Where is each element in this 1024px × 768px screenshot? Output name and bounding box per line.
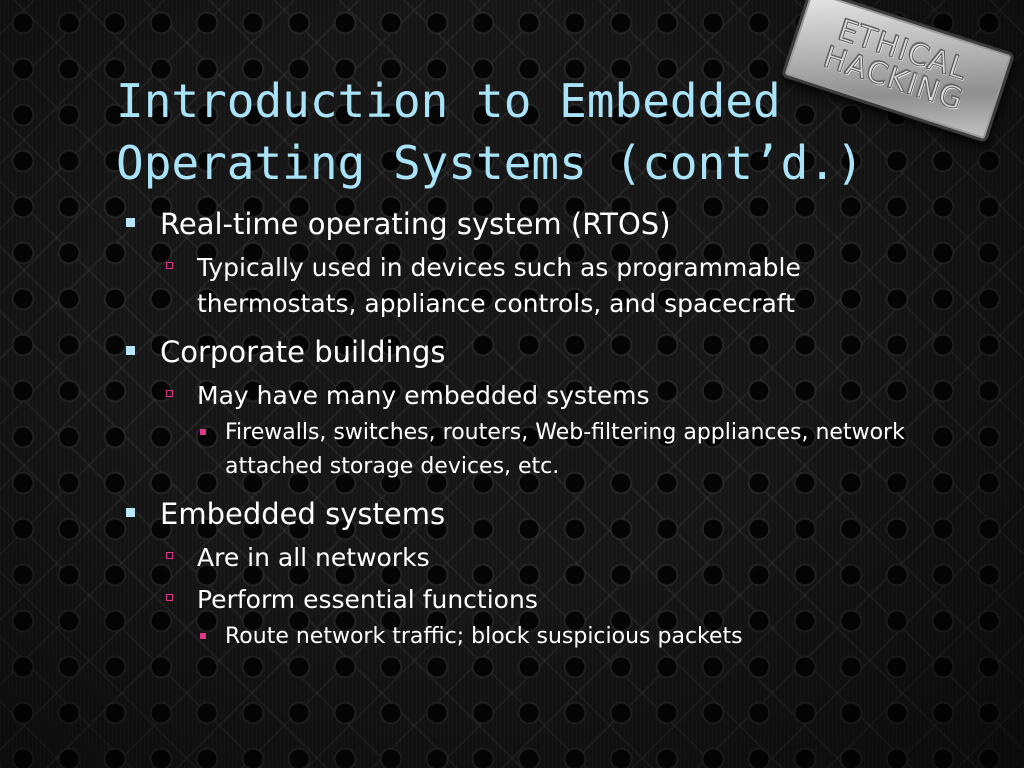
bullet-item-level-3: Route network traffic; block suspicious … — [120, 620, 920, 654]
bullet-text: Corporate buildings — [160, 335, 446, 369]
bullet-item-level-2: Perform essential functions — [120, 582, 920, 618]
slide-title-line-2: Operating Systems (cont’d.) — [116, 136, 864, 190]
square-bullet-icon — [126, 508, 135, 517]
bullet-text: Route network traffic; block suspicious … — [225, 624, 743, 649]
bullet-item-level-2: Are in all networks — [120, 540, 920, 576]
bullet-text: Typically used in devices such as progra… — [197, 253, 801, 318]
bullet-text: Perform essential functions — [197, 585, 538, 614]
slide-title-line-1: Introduction to Embedded — [116, 74, 781, 128]
bullet-text: Are in all networks — [197, 543, 430, 572]
hollow-square-bullet-icon — [166, 262, 173, 269]
bullet-item-level-2: May have many embedded systems — [120, 378, 920, 414]
hollow-square-bullet-icon — [166, 552, 173, 559]
square-bullet-icon — [126, 346, 135, 355]
bullet-text: May have many embedded systems — [197, 381, 650, 410]
bullet-item-level-3: Firewalls, switches, routers, Web-filter… — [120, 416, 920, 484]
bullet-text: Real-time operating system (RTOS) — [160, 207, 671, 241]
bullet-text: Embedded systems — [160, 497, 446, 531]
small-square-bullet-icon — [200, 429, 206, 435]
square-bullet-icon — [126, 218, 135, 227]
bullet-item-level-1: Real-time operating system (RTOS) — [120, 204, 920, 244]
hollow-square-bullet-icon — [166, 390, 173, 397]
bullet-item-level-1: Corporate buildings — [120, 332, 920, 372]
bullet-list: Real-time operating system (RTOS) Typica… — [120, 204, 920, 654]
small-square-bullet-icon — [200, 633, 206, 639]
bullet-item-level-2: Typically used in devices such as progra… — [120, 250, 920, 322]
hollow-square-bullet-icon — [166, 594, 173, 601]
bullet-text: Firewalls, switches, routers, Web-filter… — [225, 420, 905, 479]
slide-title: Introduction to Embedded Operating Syste… — [116, 70, 936, 194]
bullet-item-level-1: Embedded systems — [120, 494, 920, 534]
